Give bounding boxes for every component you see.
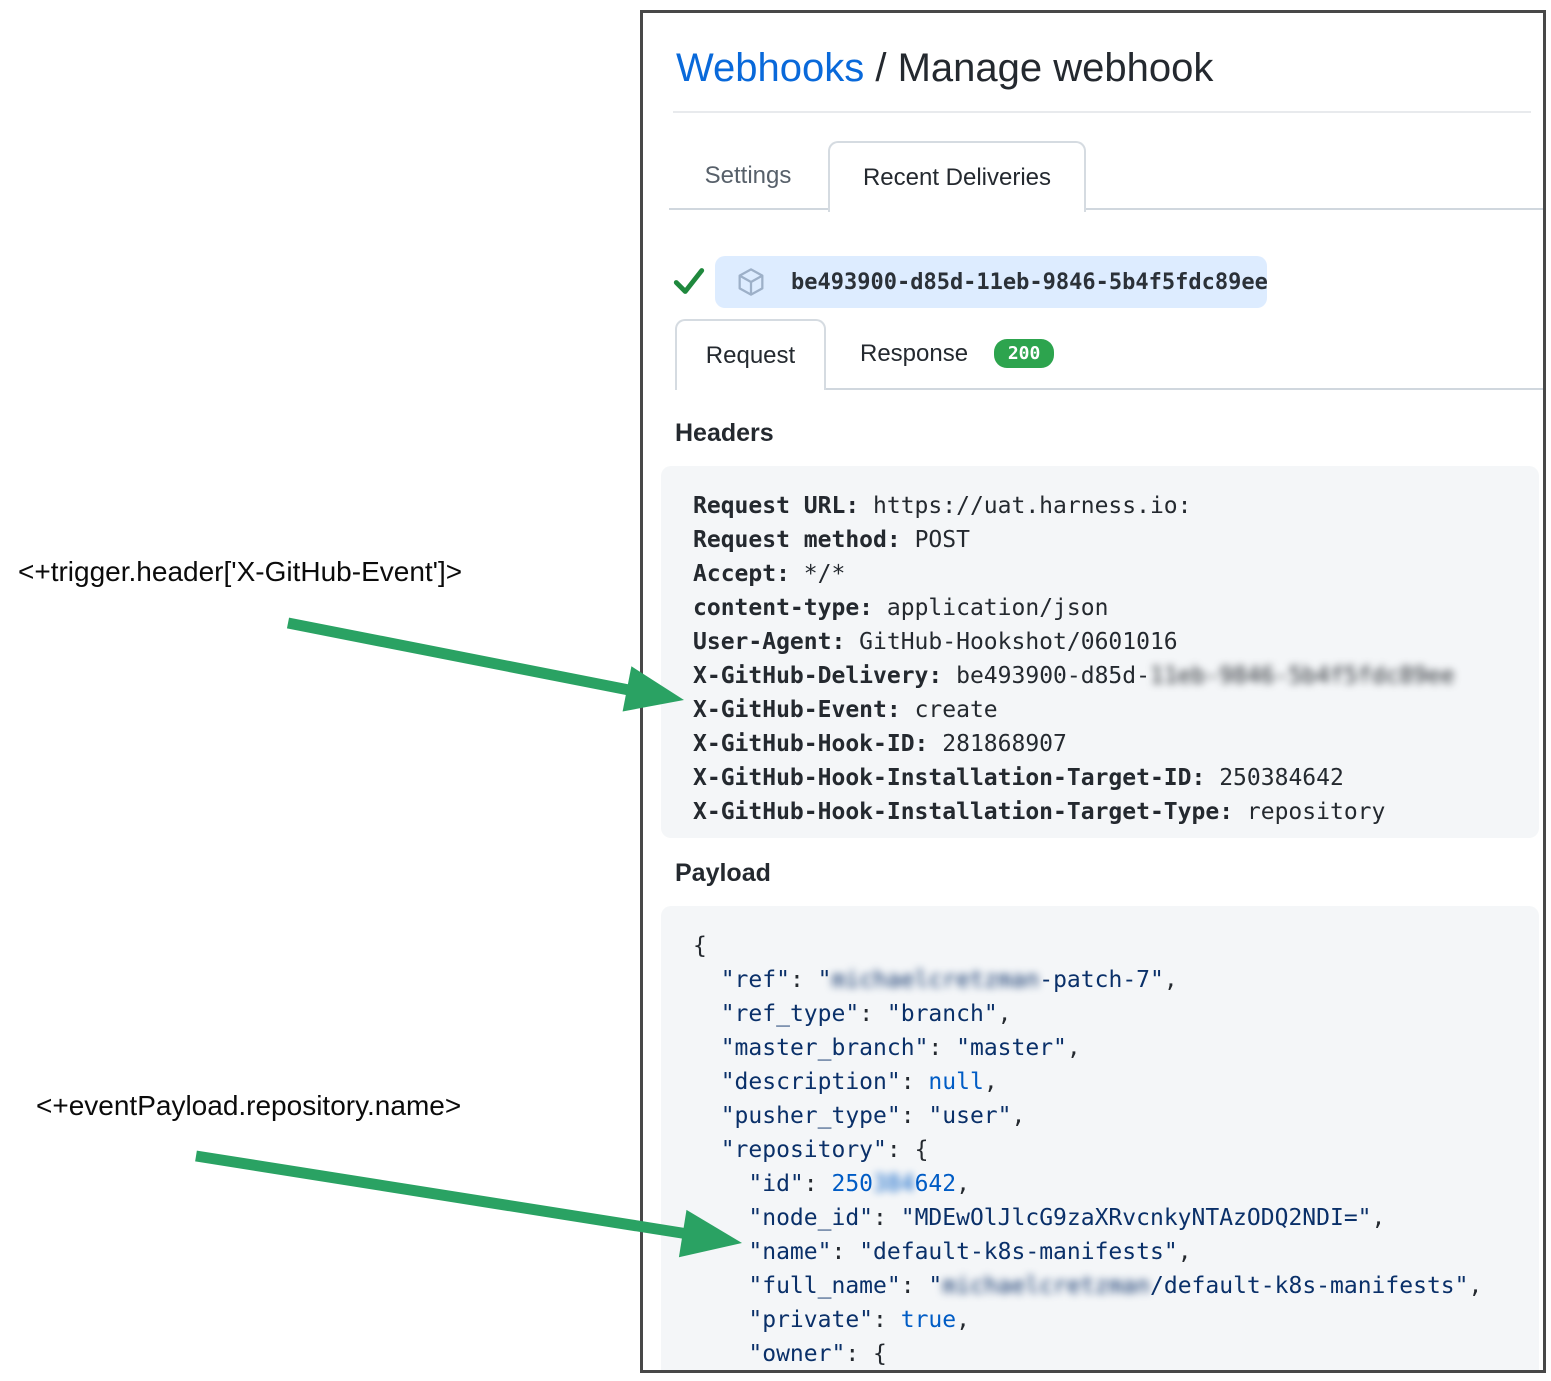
payload-line: "ref_type": "branch", (720, 1001, 1012, 1027)
headers-box: Request URL: https://uat.harness.io: Requ… (661, 466, 1539, 838)
tab-recent-deliveries[interactable]: Recent Deliveries (828, 141, 1086, 212)
payload-line: { (693, 933, 707, 959)
payload-line: "private": true, (748, 1307, 970, 1333)
response-status-badge: 200 (994, 339, 1055, 368)
payload-heading: Payload (675, 859, 771, 887)
payload-line: "pusher_type": "user", (720, 1103, 1026, 1129)
arrow-to-x-github-event (286, 617, 684, 712)
tab-response[interactable]: Response 200 (848, 319, 1066, 388)
payload-line: "description": null, (720, 1069, 998, 1095)
header-line: User-Agent: GitHub-Hookshot/0601016 (693, 629, 1178, 655)
tab-settings[interactable]: Settings (704, 161, 792, 189)
payload-line: "full_name": "michaelcretzman/default-k8… (748, 1273, 1483, 1299)
payload-box: { "ref": "michaelcretzman-patch-7", "ref… (661, 906, 1539, 1370)
headers-heading: Headers (675, 419, 774, 447)
header-line: X-GitHub-Delivery: be493900-d85d-11eb-98… (693, 663, 1455, 689)
payload-line: "id": 250384642, (748, 1171, 970, 1197)
header-line: Accept: */* (693, 561, 846, 587)
title-divider (673, 111, 1531, 113)
tabnav-divider (669, 208, 1543, 210)
payload-line: "node_id": "MDEwOlJlcG9zaXRvcnkyNTAzODQ2… (748, 1205, 1386, 1231)
header-line: X-GitHub-Hook-Installation-Target-Type: … (693, 799, 1386, 825)
tab-request[interactable]: Request (675, 319, 826, 390)
page-title: Manage webhook (897, 46, 1214, 90)
breadcrumb-webhooks-link[interactable]: Webhooks (676, 46, 865, 90)
annotation-event-payload: <+eventPayload.repository.name> (36, 1090, 462, 1121)
header-line: content-type: application/json (693, 595, 1109, 621)
check-icon (671, 263, 707, 299)
payload-line: "ref": "michaelcretzman-patch-7", (720, 967, 1178, 993)
header-line: Request URL: https://uat.harness.io: (693, 493, 1192, 519)
header-line: X-GitHub-Hook-Installation-Target-ID: 25… (693, 765, 1344, 791)
payload-line: "master_branch": "master", (720, 1035, 1081, 1061)
delivery-item[interactable]: be493900-d85d-11eb-9846-5b4f5fdc89ee (715, 256, 1268, 308)
payload-line: "owner": { (748, 1341, 887, 1367)
annotation-trigger-header: <+trigger.header['X-GitHub-Event']> (18, 556, 463, 587)
header-line: X-GitHub-Hook-ID: 281868907 (693, 731, 1067, 757)
tab-response-label: Response (860, 339, 969, 367)
header-line: X-GitHub-Event: create (693, 697, 998, 723)
breadcrumb-separator: / (864, 46, 898, 90)
delivery-guid: be493900-d85d-11eb-9846-5b4f5fdc89ee (791, 269, 1268, 295)
payload-line: "repository": { (720, 1137, 929, 1163)
header-line: Request method: POST (693, 527, 970, 553)
breadcrumb: Webhooks / Manage webhook (676, 43, 1213, 93)
package-icon (738, 268, 764, 296)
webhook-panel: Webhooks / Manage webhook Settings Recen… (640, 10, 1546, 1373)
subtabnav-divider (675, 388, 1543, 390)
payload-line: "name": "default-k8s-manifests", (748, 1239, 1192, 1265)
